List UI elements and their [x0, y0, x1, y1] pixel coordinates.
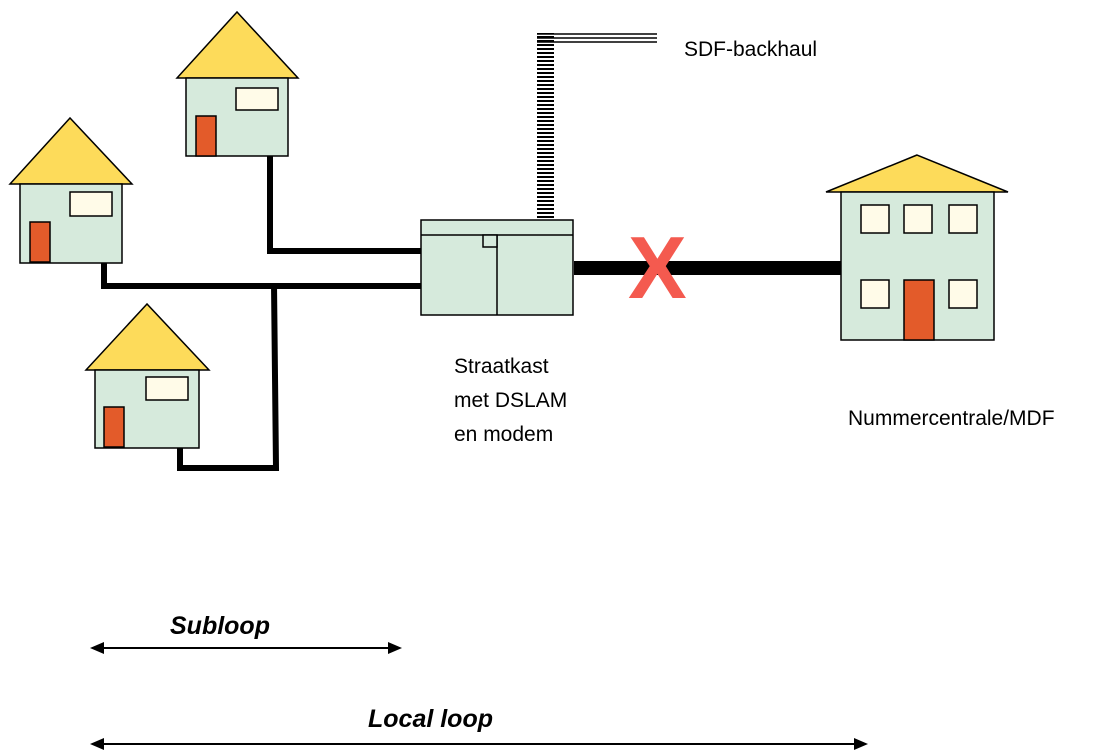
cabinet-label-line-3: en modem: [454, 423, 554, 446]
house-top-window: [235, 87, 279, 111]
backhaul-label: SDF-backhaul: [684, 38, 818, 61]
feeder-cable: [574, 261, 846, 275]
house-bottom: [84, 302, 211, 449]
backhaul-vertical: [537, 33, 554, 222]
backhaul-horizontal: [537, 33, 657, 43]
cabinet-label: Straatkast met DSLAM en modem: [454, 350, 567, 452]
street-cabinet: [420, 219, 574, 316]
house-left-door: [29, 221, 51, 263]
exchange-door: [903, 279, 935, 341]
subloop-label: Subloop: [170, 612, 270, 640]
exchange-label: Nummercentrale/MDF: [848, 407, 1055, 430]
subloop-arrow: [90, 642, 402, 654]
house-bottom-door: [103, 406, 125, 448]
cabinet-label-line-1: Straatkast: [454, 355, 549, 378]
house-left-window: [69, 191, 113, 217]
local-loop-arrow: [90, 738, 868, 750]
house-bottom-window: [145, 376, 189, 401]
cable-house-top: [267, 140, 422, 254]
house-left: [8, 116, 134, 264]
house-top-door: [195, 115, 217, 157]
cable-house-bottom: [177, 283, 280, 471]
house-top: [175, 10, 300, 157]
cut-mark-x: X: [628, 218, 687, 317]
cabinet-label-line-2: met DSLAM: [454, 389, 568, 412]
exchange-building: [825, 154, 1009, 341]
local-loop-label: Local loop: [368, 705, 493, 733]
cabinet-latch: [482, 234, 498, 248]
backhaul-bundle: [537, 33, 657, 222]
